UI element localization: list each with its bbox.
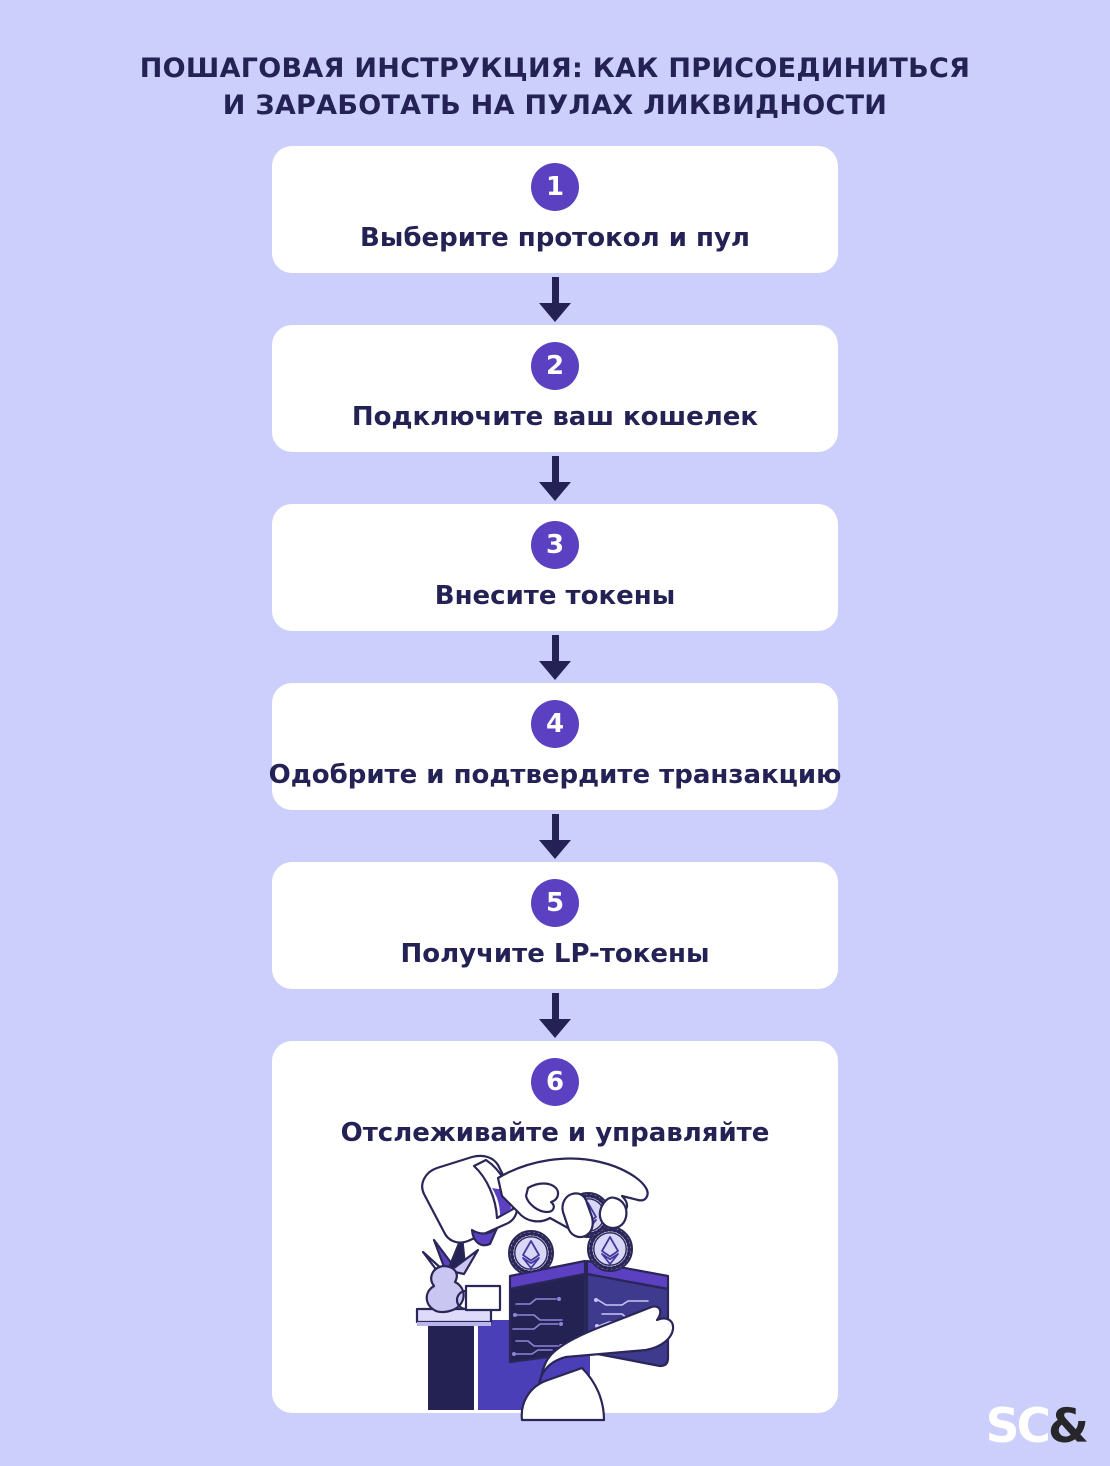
plant-vase-icon bbox=[421, 1234, 480, 1314]
step-label: Получите LP-токены bbox=[400, 939, 710, 969]
page-title-line-2: И ЗАРАБОТАТЬ НА ПУЛАХ ЛИКВИДНОСТИ bbox=[222, 90, 888, 121]
step-number-badge: 2 bbox=[531, 342, 579, 390]
step-number-badge: 3 bbox=[531, 521, 579, 569]
fingers-over-coin bbox=[561, 1192, 628, 1239]
step-card-3: 3 Внесите токены bbox=[272, 504, 838, 631]
logo-sc: SC bbox=[985, 1399, 1051, 1454]
down-arrow-icon bbox=[539, 273, 571, 325]
step-card-4: 4 Одобрите и подтвердите транзакцию bbox=[269, 683, 841, 810]
logo-ampersand: & bbox=[1048, 1399, 1089, 1454]
page-title-line-1: ПОШАГОВАЯ ИНСТРУКЦИЯ: КАК ПРИСОЕДИНИТЬСЯ bbox=[139, 53, 971, 84]
step-number-badge: 4 bbox=[531, 700, 579, 748]
down-arrow-icon bbox=[539, 810, 571, 862]
step-label: Внесите токены bbox=[434, 581, 676, 611]
step-label: Отслеживайте и управляйте bbox=[340, 1118, 770, 1148]
table-shelf bbox=[415, 1307, 493, 1326]
step-number-badge: 1 bbox=[531, 163, 579, 211]
step-card-6: 6 Отслеживайте и управляйте bbox=[272, 1041, 838, 1422]
step-label: Одобрите и подтвердите транзакцию bbox=[268, 760, 842, 790]
down-arrow-icon bbox=[539, 631, 571, 683]
circuit-traces-left bbox=[512, 1297, 563, 1356]
step-label: Подключите ваш кошелек bbox=[351, 402, 759, 432]
hand-bottom bbox=[520, 1305, 675, 1422]
table-leg bbox=[428, 1324, 474, 1410]
palm bbox=[538, 1305, 675, 1396]
down-arrow-icon bbox=[539, 452, 571, 504]
down-arrow-icon bbox=[539, 989, 571, 1041]
forearm bbox=[520, 1366, 606, 1422]
step-label: Выберите протокол и пул bbox=[360, 223, 750, 253]
step-card-5: 5 Получите LP-токены bbox=[272, 862, 838, 989]
thumb bbox=[524, 1182, 560, 1214]
illustration-liquidity-deposit bbox=[405, 1154, 705, 1426]
step-card-2: 2 Подключите ваш кошелек bbox=[272, 325, 838, 452]
sc-logo: SC& bbox=[986, 1403, 1089, 1450]
step-number-badge: 5 bbox=[531, 879, 579, 927]
steps-flowchart: 1 Выберите протокол и пул 2 Подключите в… bbox=[269, 146, 841, 1422]
cup-icon bbox=[455, 1284, 502, 1312]
cuff-lining bbox=[470, 1226, 499, 1247]
illustration-svg bbox=[415, 1154, 675, 1422]
step-number-badge: 6 bbox=[531, 1058, 579, 1106]
step-card-1: 1 Выберите протокол и пул bbox=[272, 146, 838, 273]
page-title: ПОШАГОВАЯ ИНСТРУКЦИЯ: КАК ПРИСОЕДИНИТЬСЯ… bbox=[0, 0, 1110, 124]
